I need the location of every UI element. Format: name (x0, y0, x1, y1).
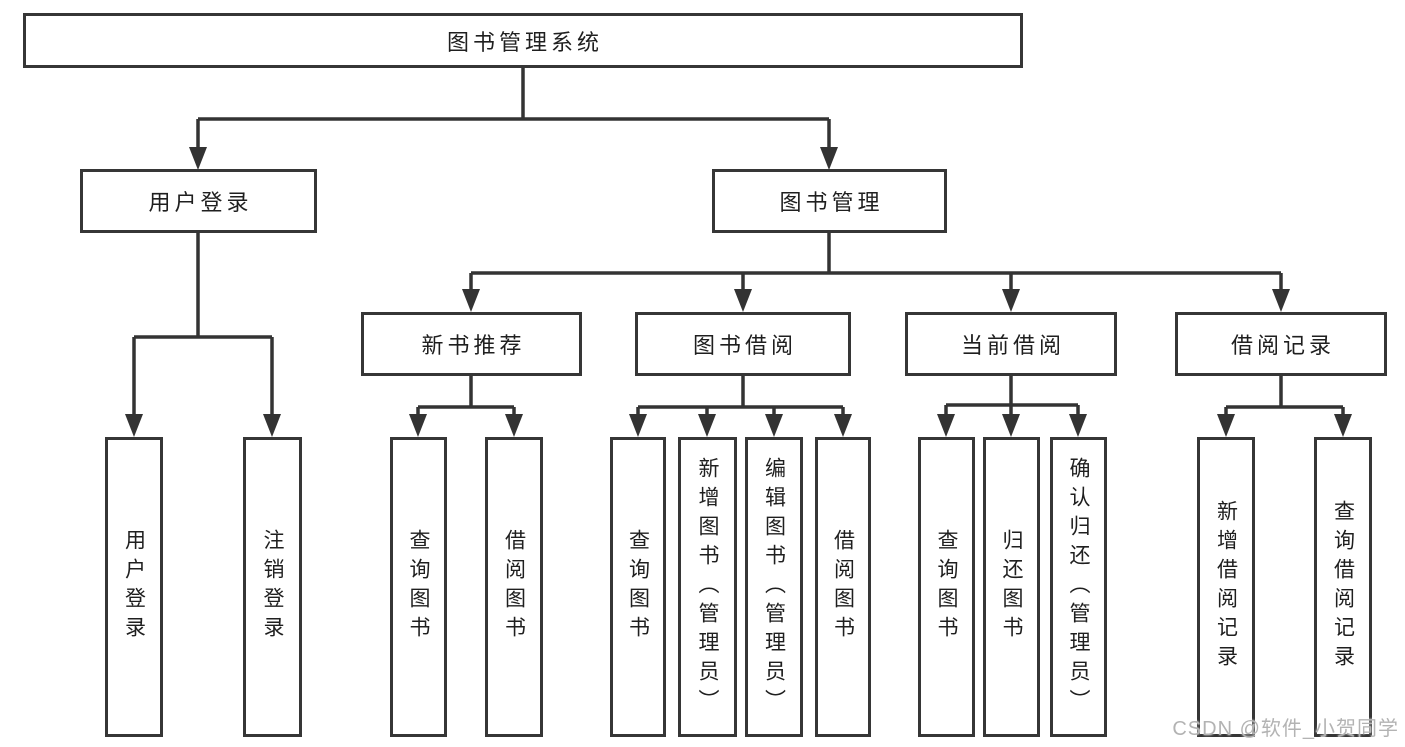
node-label: 查询图书 (935, 529, 958, 645)
csdn-watermark: CSDN @软件_小贺同学 (1172, 718, 1399, 740)
leaf-logout: 注销登录 (243, 437, 302, 737)
node-new-book-recommendation: 新书推荐 (361, 312, 582, 376)
leaf-query-books-recommend: 查询图书 (390, 437, 447, 737)
node-label: 图书管理 (779, 190, 884, 215)
node-label: 确认归还（管理员） (1067, 456, 1090, 718)
leaf-user-login: 用户登录 (105, 437, 163, 737)
node-label: 查询图书 (407, 529, 430, 645)
leaf-return-books: 归还图书 (983, 437, 1040, 737)
node-borrowing-records: 借阅记录 (1175, 312, 1387, 376)
node-label: 编辑图书（管理员） (762, 456, 786, 718)
node-label: 查询图书 (626, 529, 650, 645)
leaf-edit-books-admin: 编辑图书（管理员） (745, 437, 803, 737)
node-label: 借阅图书 (831, 529, 855, 645)
leaf-borrow-books-recommend: 借阅图书 (485, 437, 543, 737)
node-label: 借阅记录 (1230, 333, 1335, 358)
node-label: 新书推荐 (421, 333, 526, 358)
leaf-add-borrow-record: 新增借阅记录 (1197, 437, 1255, 737)
node-label: 借阅图书 (502, 529, 526, 645)
node-label: 图书借阅 (692, 333, 797, 358)
leaf-query-books-borrow: 查询图书 (610, 437, 666, 737)
node-label: 注销登录 (261, 529, 284, 645)
node-label: 用户登录 (148, 190, 253, 215)
node-book-management: 图书管理 (712, 169, 947, 233)
leaf-borrow-books: 借阅图书 (815, 437, 871, 737)
leaf-query-borrow-record: 查询借阅记录 (1314, 437, 1372, 737)
node-label: 归还图书 (1000, 529, 1023, 645)
node-library-management-system: 图书管理系统 (23, 13, 1023, 68)
node-user-login: 用户登录 (80, 169, 317, 233)
node-label: 新增借阅记录 (1214, 500, 1238, 674)
node-label: 图书管理系统 (446, 29, 603, 55)
node-book-borrowing: 图书借阅 (635, 312, 851, 376)
node-label: 查询借阅记录 (1331, 500, 1355, 674)
node-label: 当前借阅 (960, 333, 1065, 358)
node-current-borrowing: 当前借阅 (905, 312, 1117, 376)
leaf-query-books-current: 查询图书 (918, 437, 975, 737)
node-label: 新增图书（管理员） (696, 456, 719, 718)
leaf-confirm-return-admin: 确认归还（管理员） (1050, 437, 1107, 737)
leaf-add-books-admin: 新增图书（管理员） (678, 437, 737, 737)
node-label: 用户登录 (122, 529, 146, 645)
